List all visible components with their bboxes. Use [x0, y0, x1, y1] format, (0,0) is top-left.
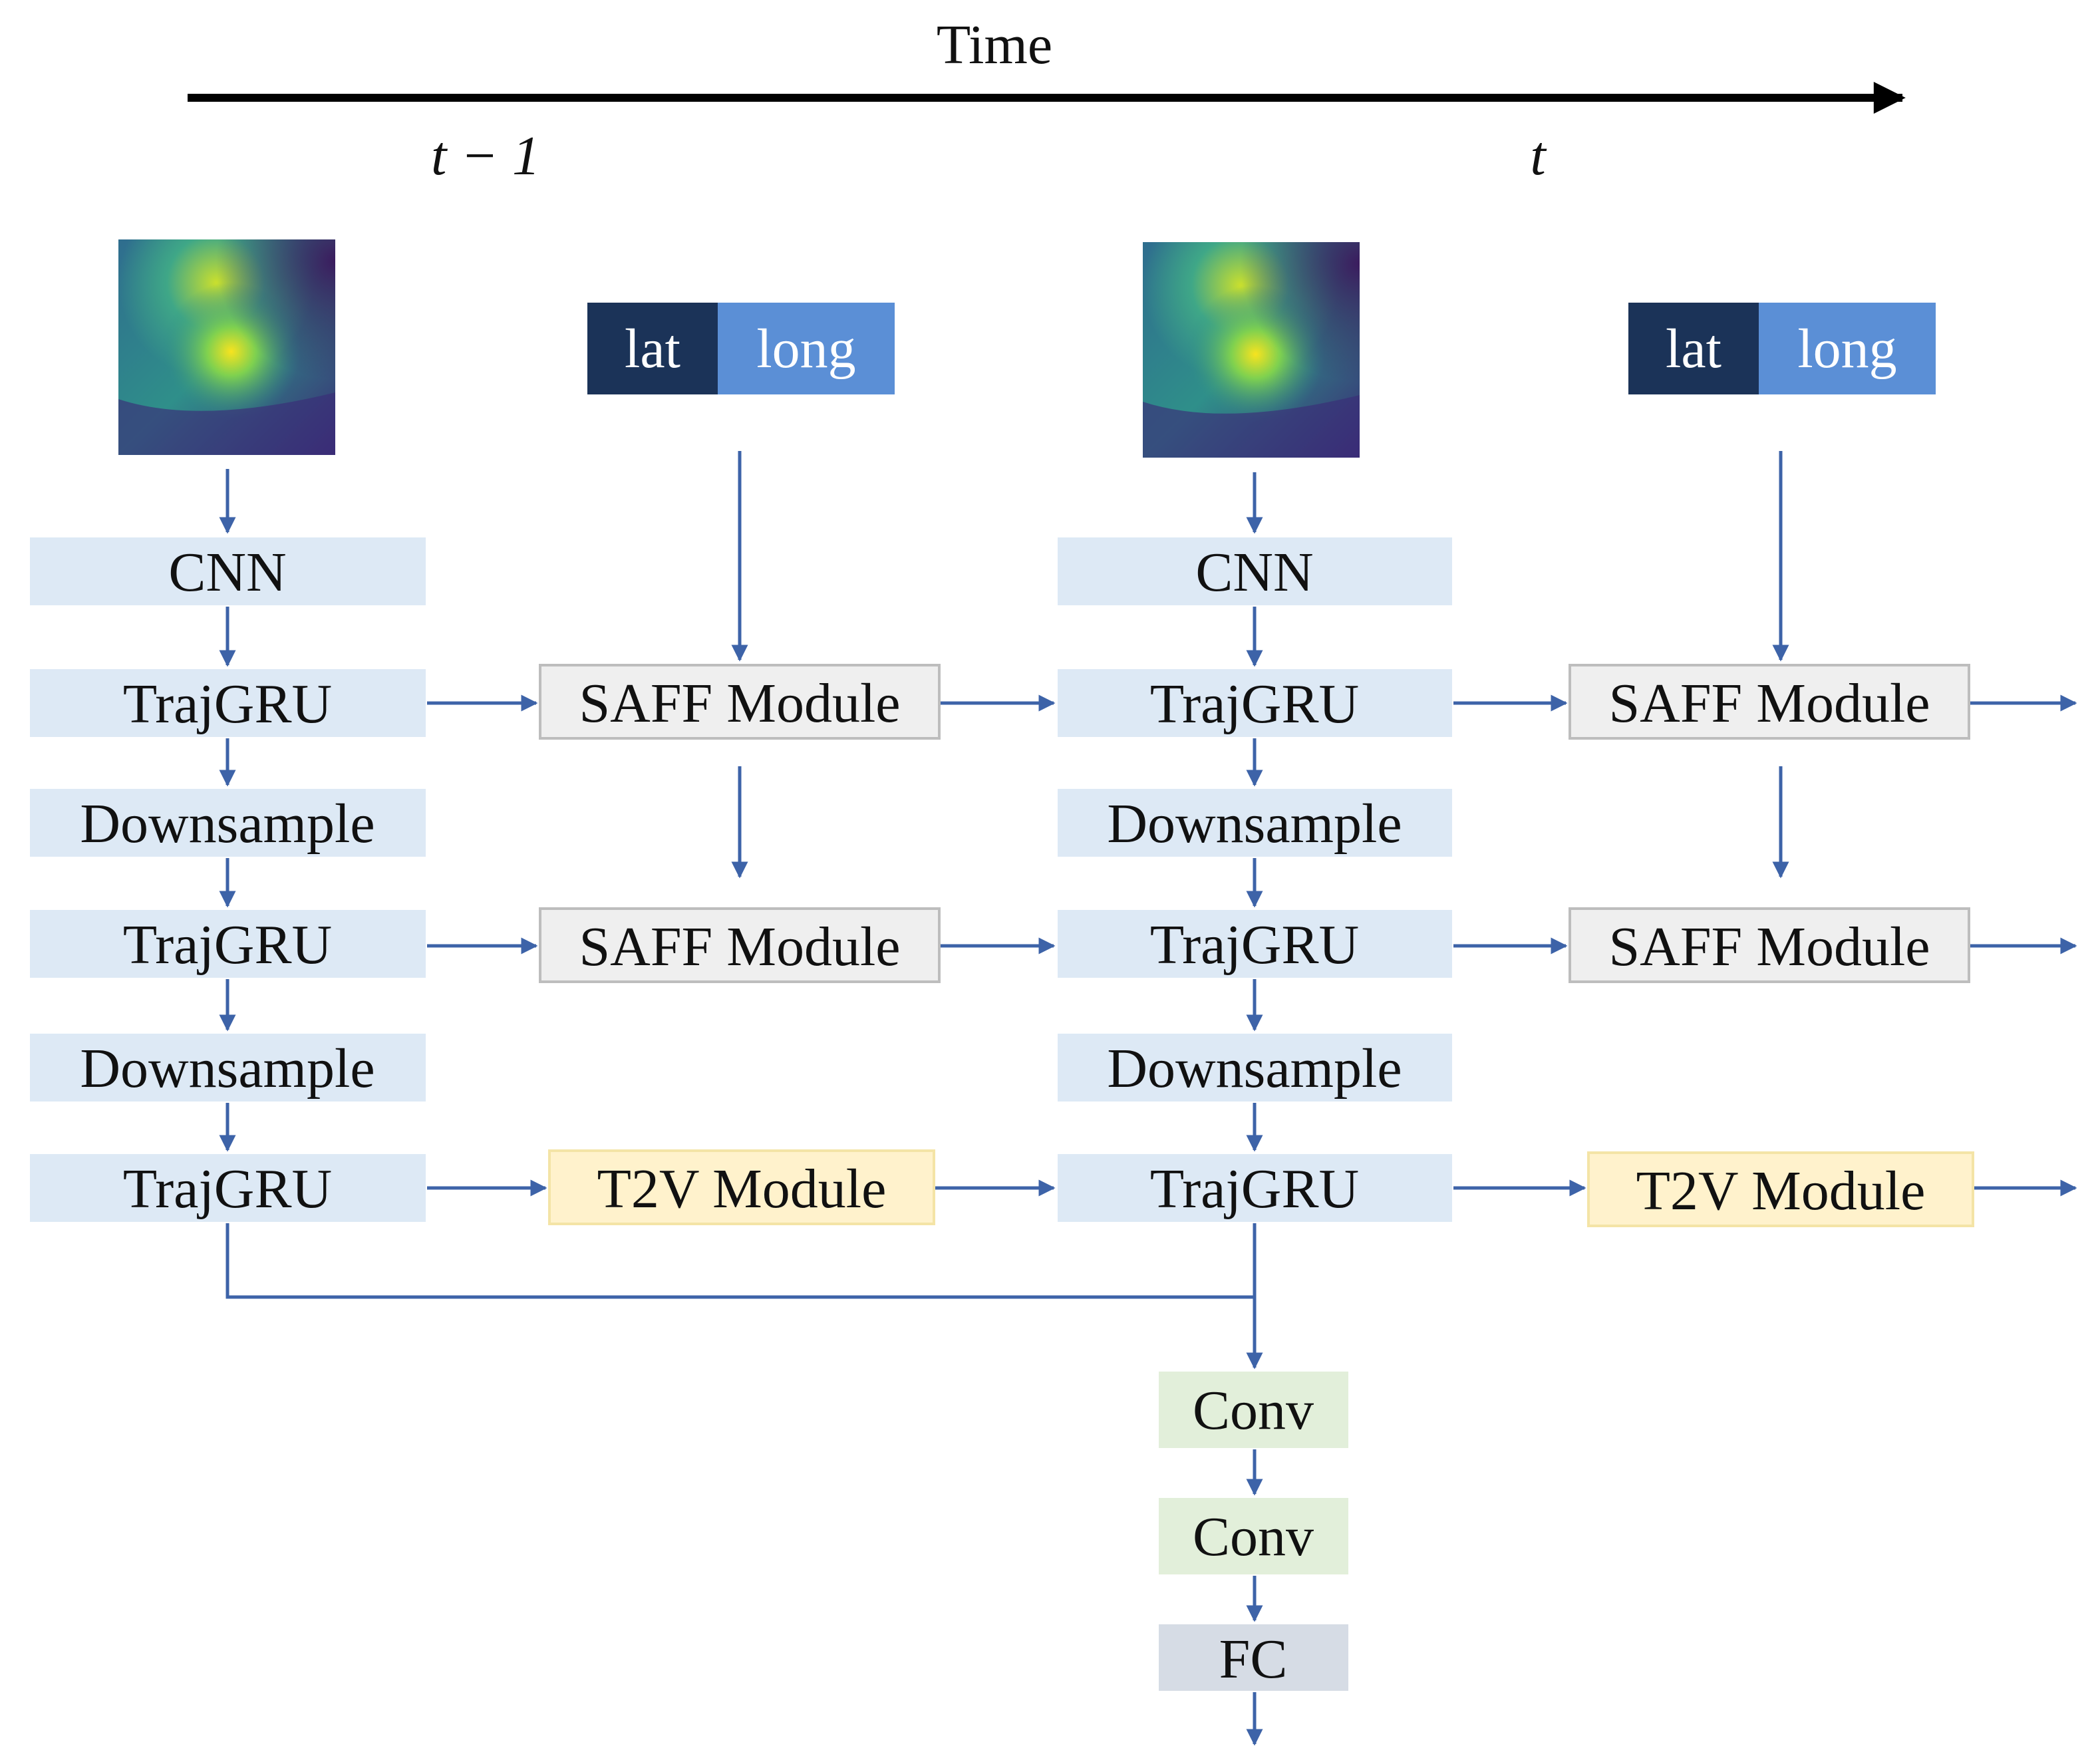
latlong-box-t: lat long: [1628, 303, 1936, 394]
lat-text: lat: [625, 318, 680, 380]
trajgru-label: TrajGRU: [123, 1158, 332, 1220]
downsample-label: Downsample: [1107, 793, 1402, 855]
t-label: t: [1530, 125, 1547, 187]
t2v-module-label: T2V Module: [1636, 1160, 1926, 1222]
trajgru-box: [1058, 1154, 1452, 1222]
heatmap-image-t: [1143, 242, 1360, 458]
long-box: [718, 303, 895, 394]
saff-module-box: [539, 664, 941, 740]
encoder-column-t-minus-1: CNN TrajGRU Downsample TrajGRU Downsampl…: [30, 537, 426, 1222]
downsample-box: [1058, 789, 1452, 857]
saff-module-label: SAFF Module: [1608, 916, 1930, 978]
long-text: long: [756, 318, 855, 380]
trajgru-box: [1058, 669, 1452, 737]
downsample-box: [30, 789, 426, 857]
trajgru-box: [30, 1154, 426, 1222]
trajgru-label: TrajGRU: [1150, 1158, 1359, 1220]
t-minus-1-label: t − 1: [431, 125, 540, 187]
fc-label: FC: [1219, 1628, 1288, 1690]
long-text: long: [1797, 318, 1896, 380]
saff-module-box: [539, 907, 941, 983]
heatmap-image-t-minus-1: [118, 239, 335, 455]
trajgru-label: TrajGRU: [1150, 914, 1359, 976]
t2v-module-box: [548, 1149, 935, 1225]
cnn-label: CNN: [1195, 541, 1313, 603]
trajgru-label: TrajGRU: [1150, 673, 1359, 735]
cnn-box: [30, 537, 426, 605]
trajgru-box: [30, 669, 426, 737]
encoder-column-t: CNN TrajGRU Downsample TrajGRU Downsampl…: [1058, 537, 1452, 1222]
downsample-box: [1058, 1034, 1452, 1102]
long-box: [1759, 303, 1936, 394]
fc-box: [1159, 1624, 1348, 1691]
connector-arrows: [219, 451, 2077, 1746]
saff-module-label: SAFF Module: [579, 672, 900, 734]
saff-module-label: SAFF Module: [579, 916, 900, 978]
latlong-box-t-minus-1: lat long: [587, 303, 895, 394]
saff-module-box: [1569, 907, 1970, 983]
conv-box: [1159, 1372, 1348, 1448]
t2v-module-box: [1587, 1151, 1974, 1227]
downsample-label: Downsample: [80, 793, 375, 855]
trajgru-box: [1058, 910, 1452, 978]
downsample-box: [30, 1034, 426, 1102]
cnn-label: CNN: [168, 541, 286, 603]
conv-label: Conv: [1193, 1506, 1314, 1568]
downsample-label: Downsample: [1107, 1038, 1402, 1100]
time-label: Time: [937, 14, 1052, 76]
trajgru-label: TrajGRU: [123, 914, 332, 976]
conv-label: Conv: [1193, 1380, 1314, 1441]
downsample-label: Downsample: [80, 1038, 375, 1100]
lat-box: [1628, 303, 1759, 394]
trajgru-box: [30, 910, 426, 978]
lat-text: lat: [1666, 318, 1722, 380]
trajgru-label: TrajGRU: [123, 673, 332, 735]
t2v-module-label: T2V Module: [597, 1158, 887, 1220]
lat-box: [587, 303, 718, 394]
saff-module-box: [1569, 664, 1970, 740]
conv-box: [1159, 1498, 1348, 1574]
cnn-box: [1058, 537, 1452, 605]
saff-module-label: SAFF Module: [1608, 672, 1930, 734]
